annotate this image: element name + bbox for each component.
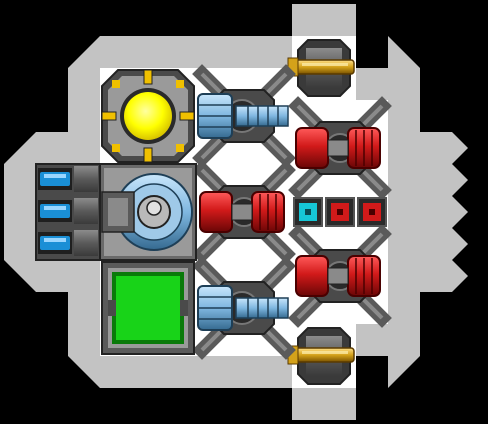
turret-coupler [327, 267, 349, 285]
cannon-barrel [235, 297, 289, 319]
reactor-clamp-right [179, 111, 195, 121]
small-slot-red-2[interactable] [357, 197, 387, 227]
reactor-clamp-bottom [143, 147, 153, 163]
small-slot-red-1[interactable] [325, 197, 355, 227]
cargo-bay-icon [116, 276, 180, 340]
missile-launcher-top[interactable] [287, 39, 355, 97]
engine-glow [44, 238, 66, 242]
engine-block [74, 198, 98, 224]
laser-turret-icon [199, 191, 233, 233]
cargo-latch-left [108, 300, 116, 316]
slot-core [337, 209, 343, 215]
shield-generator[interactable] [99, 163, 197, 261]
reactor-clamp-left [101, 111, 117, 121]
laser-turret-lower-right[interactable] [288, 224, 392, 328]
cannon-barrel [235, 105, 289, 127]
laser-turret-icon [295, 255, 329, 297]
hull-cutout-bottom [356, 356, 388, 388]
cargo-latch-right [180, 300, 188, 316]
engine-block [74, 230, 98, 256]
small-slots [293, 197, 387, 227]
reactor-bolt [176, 144, 184, 152]
reactor-core-icon [124, 92, 172, 140]
engine-unit [38, 198, 98, 224]
reactor-clamp-top [143, 69, 153, 85]
hull-cutout-top [356, 36, 388, 68]
turret-coupler [327, 139, 349, 157]
ion-cannon-top[interactable] [192, 64, 296, 168]
laser-turret-icon [295, 127, 329, 169]
engine-glow [44, 206, 66, 210]
engine-block [74, 166, 98, 192]
slot-core [369, 209, 375, 215]
engine-glow [44, 174, 66, 178]
missile-launcher-icon [293, 347, 355, 363]
reactor-bolt [112, 80, 120, 88]
ion-cannon-bottom[interactable] [192, 256, 296, 360]
shield-emitter [146, 200, 162, 216]
engine-unit [38, 230, 98, 256]
cargo-bay[interactable] [101, 261, 195, 355]
launcher-highlight [302, 351, 348, 354]
small-slot-cyan[interactable] [293, 197, 323, 227]
engine-unit [38, 166, 98, 192]
laser-turret-upper-right[interactable] [288, 96, 392, 200]
missile-launcher-icon [293, 59, 355, 75]
reactor-bolt [112, 144, 120, 152]
reactor-bolt [176, 80, 184, 88]
turret-coupler [231, 203, 253, 221]
launcher-highlight [302, 63, 348, 66]
missile-launcher-bottom[interactable] [287, 327, 355, 385]
engine-bank[interactable] [35, 163, 101, 261]
slot-core [305, 209, 311, 215]
shield-coupling-panel [108, 198, 128, 226]
reactor-core[interactable] [101, 69, 195, 163]
laser-turret-center[interactable] [192, 160, 296, 264]
